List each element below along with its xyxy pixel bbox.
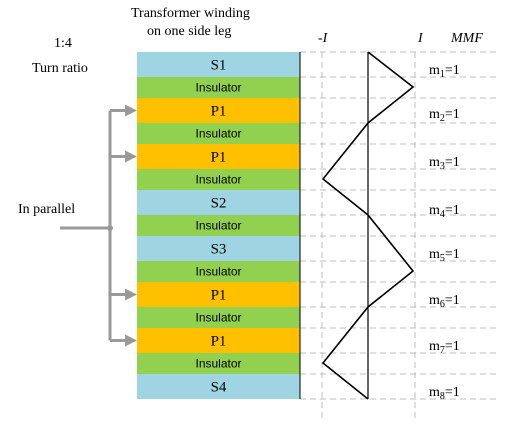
layer-label: P1	[211, 104, 227, 120]
mmf-value-label: m2=1	[429, 107, 460, 124]
layer-label: Insulator	[195, 219, 241, 233]
layer-insulator	[137, 169, 300, 190]
grid-dashes	[299, 51, 500, 420]
layer-primary	[137, 98, 300, 123]
arrow-head-icon	[125, 104, 137, 117]
mmf-value-label: m5=1	[429, 247, 460, 264]
junction-dot	[107, 225, 113, 231]
pos-current-label: I	[418, 31, 423, 46]
turn-ratio-value: 1:4	[54, 36, 72, 51]
layer-label: S3	[211, 242, 227, 258]
layer-insulator	[137, 307, 300, 328]
parallel-connector	[60, 104, 137, 347]
layer-primary	[137, 328, 300, 353]
layer-insulator	[137, 215, 300, 236]
layer-label: P1	[211, 150, 227, 166]
mmf-waveform	[321, 51, 415, 400]
layer-label: S4	[211, 380, 227, 396]
layer-label: S2	[211, 196, 227, 212]
layer-secondary	[137, 236, 300, 261]
layer-primary	[137, 144, 300, 169]
neg-current-label: -I	[318, 31, 328, 46]
layer-label: Insulator	[195, 127, 241, 141]
layer-label: Insulator	[195, 311, 241, 325]
layer-label: P1	[211, 334, 227, 350]
mmf-value-label: m8=1	[429, 385, 460, 402]
parallel-label: In parallel	[18, 202, 76, 217]
arrow-head-icon	[125, 150, 137, 163]
layer-label: S1	[211, 58, 227, 74]
layer-insulator	[137, 123, 300, 144]
layer-insulator	[137, 77, 300, 98]
winding-title-line2: on one side leg	[147, 24, 232, 39]
layer-label: Insulator	[195, 265, 241, 279]
layer-primary	[137, 282, 300, 307]
layer-label: Insulator	[195, 173, 241, 187]
layer-insulator	[137, 353, 300, 374]
mmf-curve	[321, 51, 415, 400]
mmf-value-label: m7=1	[429, 339, 460, 356]
layer-label: P1	[211, 288, 227, 304]
mmf-value-label: m1=1	[429, 63, 460, 80]
arrow-head-icon	[125, 334, 137, 347]
layer-secondary	[137, 374, 300, 399]
mmf-value-label: m3=1	[429, 155, 460, 172]
layer-stack: S1InsulatorP1InsulatorP1InsulatorS2Insul…	[137, 52, 300, 399]
mmf-label: MMF	[451, 31, 483, 46]
mmf-value-label: m4=1	[429, 203, 460, 220]
layer-secondary	[137, 190, 300, 215]
mmf-value-label: m6=1	[429, 293, 460, 310]
turn-ratio-label: Turn ratio	[32, 61, 88, 76]
layer-secondary	[137, 52, 300, 77]
layer-label: Insulator	[195, 81, 241, 95]
layer-insulator	[137, 261, 300, 282]
mmf-labels: m1=1 m2=1 m3=1 m4=1 m5=1 m6=1 m7=1 m8=1	[429, 63, 460, 402]
winding-title-line1: Transformer winding	[131, 6, 250, 21]
layer-label: Insulator	[195, 357, 241, 371]
arrow-head-icon	[125, 288, 137, 301]
